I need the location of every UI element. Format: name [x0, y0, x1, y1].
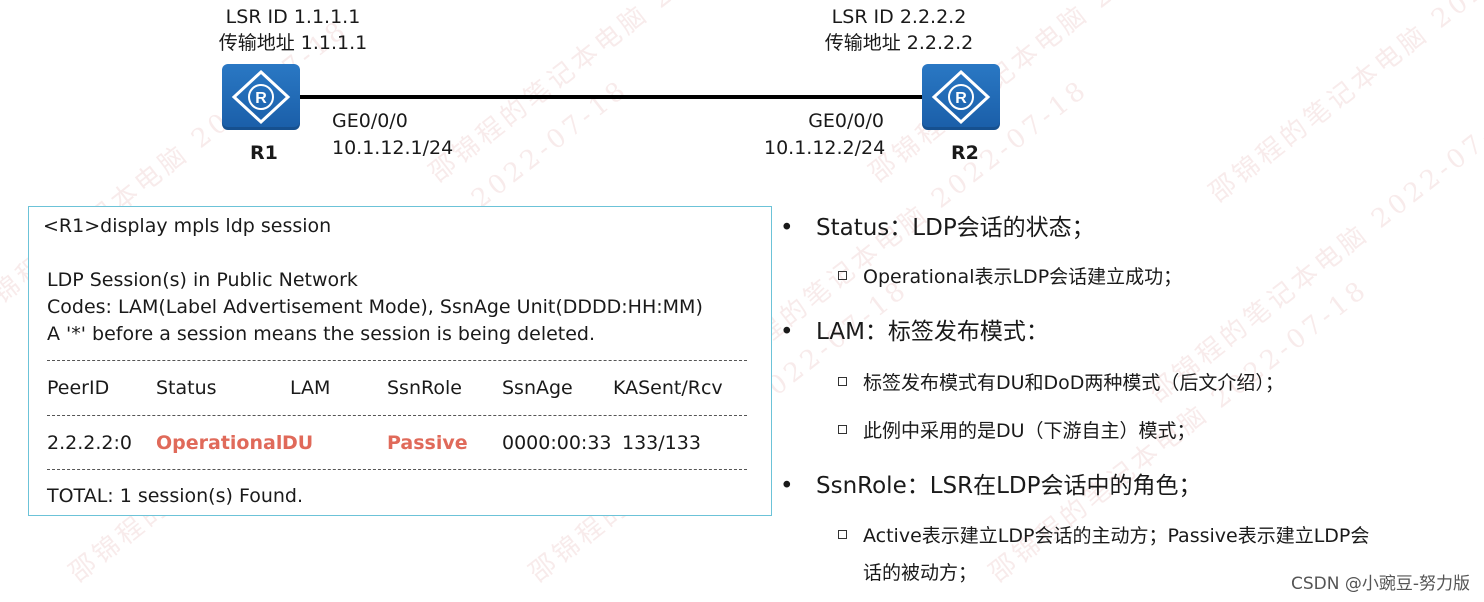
bullet-ssnrole: •SsnRole：LSR在LDP会话中的角色； — [780, 473, 1202, 499]
sub-bullet: Operational表示LDP会话建立成功； — [838, 262, 1182, 289]
bullet-lam: •LAM：标签发布模式： — [780, 319, 1049, 345]
row-ssnrole: Passive — [387, 432, 468, 454]
square-bullet-icon — [838, 425, 847, 434]
row-lam: DU — [282, 432, 314, 454]
r1-interface: GE0/0/0 10.1.12.1/24 — [332, 108, 453, 162]
row-peerid: 2.2.2.2:0 — [47, 432, 132, 454]
row-ssnage: 0000:00:33 — [502, 432, 612, 454]
bullet-dot-icon: • — [780, 473, 794, 499]
r2-lsr-id: LSR ID 2.2.2.2 — [831, 6, 967, 28]
sub-bullet: 此例中采用的是DU（下游自主）模式； — [838, 416, 1196, 443]
r1-name: R1 — [250, 142, 278, 164]
square-bullet-icon — [838, 377, 847, 386]
header-status: Status — [156, 377, 217, 399]
bullet-dot-icon: • — [780, 215, 794, 241]
r1-interface-ip: 10.1.12.1/24 — [332, 137, 454, 159]
r2-labels: LSR ID 2.2.2.2 传输地址 2.2.2.2 — [806, 4, 992, 56]
bullet-dot-icon: • — [780, 319, 794, 345]
divider — [47, 469, 747, 470]
svg-text:R: R — [955, 90, 967, 107]
sub-bullet: Active表示建立LDP会话的主动方；Passive表示建立LDP会 — [838, 521, 1369, 548]
console-line: LDP Session(s) in Public Network — [47, 269, 358, 291]
r1-interface-name: GE0/0/0 — [332, 110, 408, 132]
bullet-status: •Status：LDP会话的状态； — [780, 215, 1095, 241]
row-status: Operational — [156, 432, 283, 454]
svg-text:R: R — [255, 90, 267, 107]
header-ssnage: SsnAge — [502, 377, 573, 399]
console-output: <R1>display mpls ldp session LDP Session… — [28, 206, 772, 516]
r2-transport-address: 传输地址 2.2.2.2 — [824, 32, 974, 54]
header-kasent: KASent/Rcv — [613, 377, 723, 399]
console-line: Codes: LAM(Label Advertisement Mode), Ss… — [47, 296, 703, 318]
header-lam: LAM — [290, 377, 331, 399]
r2-interface-name: GE0/0/0 — [808, 110, 884, 132]
router-r2-icon[interactable]: R — [922, 64, 1000, 130]
r1-lsr-id: LSR ID 1.1.1.1 — [225, 6, 361, 28]
footer-credit: CSDN @小豌豆-努力版 — [1290, 574, 1470, 594]
square-bullet-icon — [838, 271, 847, 280]
r2-interface-ip: 10.1.12.2/24 — [764, 137, 886, 159]
r1-labels: LSR ID 1.1.1.1 传输地址 1.1.1.1 — [200, 4, 386, 56]
r1-transport-address: 传输地址 1.1.1.1 — [218, 32, 368, 54]
sub-bullet-continuation: 话的被动方； — [863, 562, 978, 584]
router-r1-icon[interactable]: R — [222, 64, 300, 130]
header-peerid: PeerID — [47, 377, 110, 399]
console-command: <R1>display mpls ldp session — [43, 215, 332, 237]
divider — [47, 360, 747, 361]
r2-name: R2 — [951, 142, 979, 164]
watermark-text: 邵锦程的笔记本电脑 2022-07-18 — [1143, 94, 1484, 409]
link-line — [298, 95, 922, 99]
square-bullet-icon — [838, 530, 847, 539]
divider — [47, 415, 747, 416]
console-line: A '*' before a session means the session… — [47, 323, 596, 345]
watermark-text: 邵锦程的笔记本电脑 2022-07-18 — [1203, 0, 1484, 209]
r2-interface: GE0/0/0 10.1.12.2/24 — [764, 108, 886, 162]
console-total: TOTAL: 1 session(s) Found. — [47, 485, 303, 507]
header-ssnrole: SsnRole — [387, 377, 462, 399]
sub-bullet: 标签发布模式有DU和DoD两种模式（后文介绍）； — [838, 368, 1284, 395]
row-kasent: 133/133 — [622, 432, 701, 454]
